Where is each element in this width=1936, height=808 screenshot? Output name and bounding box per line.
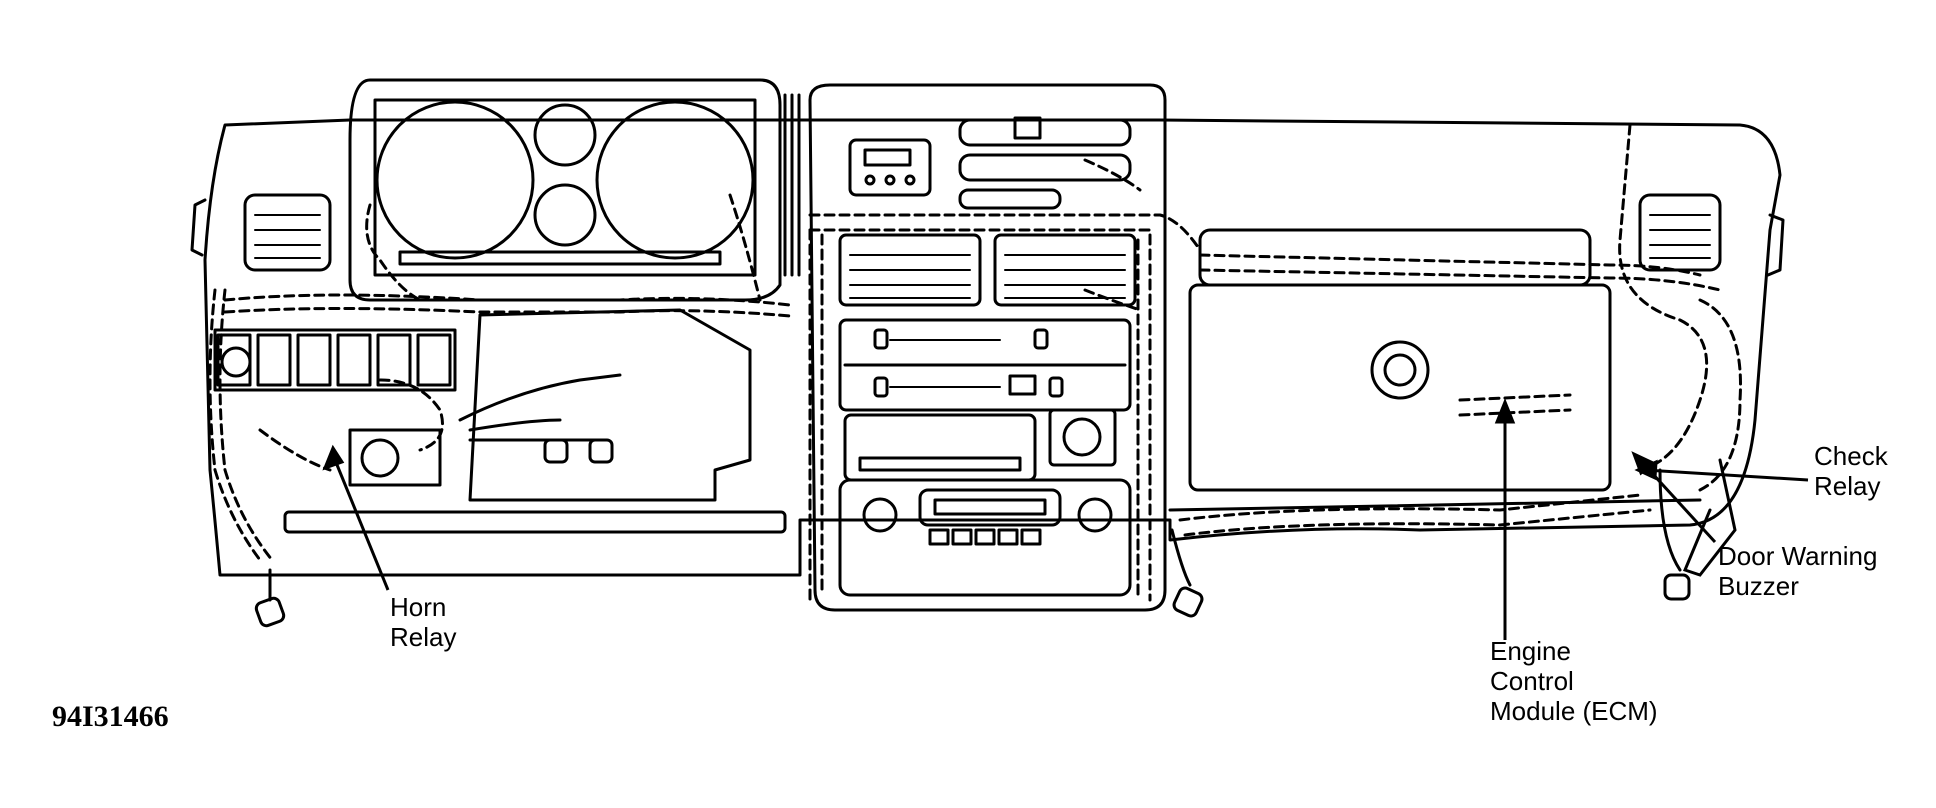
- right-end-cap: [1766, 213, 1785, 277]
- callout-leaders: [322, 397, 1809, 640]
- instrument-cluster-face: [373, 98, 757, 277]
- steering-column-opening: [468, 308, 752, 502]
- ecm-label-line-1: Engine: [1490, 636, 1571, 666]
- left-switch-panel: [213, 328, 457, 392]
- horn-relay-label-line-1: Horn: [390, 592, 447, 622]
- center-console: [808, 83, 1167, 612]
- check-relay-label-line-1: Check: [1814, 441, 1888, 471]
- instrument-cluster-hood: [348, 78, 782, 302]
- hvac-control-panel: [838, 318, 1132, 412]
- figure-id: 94I31466: [52, 700, 169, 733]
- horn-relay-label-line-2: Relay: [390, 622, 457, 652]
- cigarette-lighter: [1048, 408, 1117, 467]
- horn-relay-label: Horn Relay: [390, 592, 456, 652]
- dashboard-outline: [203, 118, 1782, 577]
- ecm-label-line-2: Control: [1490, 666, 1574, 696]
- cluster-lower-bar: [398, 250, 722, 266]
- lower-storage-tray: [283, 510, 787, 534]
- connectors: [254, 373, 1737, 628]
- radio-unit: [838, 478, 1132, 597]
- tachometer-gauge: [595, 100, 755, 260]
- small-gauge-top: [533, 103, 597, 167]
- check-relay-label-line-2: Relay: [1814, 471, 1881, 501]
- left-end-cap: [190, 198, 207, 257]
- center-vent-right: [993, 233, 1137, 307]
- wiring-harness: [208, 123, 1742, 602]
- door-warning-buzzer-label-line-1: Door Warning: [1718, 541, 1878, 571]
- ecm-label: Engine Control Module (ECM): [1490, 636, 1658, 726]
- check-relay-label: Check Relay: [1814, 441, 1888, 501]
- door-warning-buzzer-label-line-2: Buzzer: [1718, 571, 1799, 601]
- small-gauge-bottom: [533, 183, 597, 247]
- speedometer-gauge: [375, 100, 535, 260]
- glove-box: [1188, 283, 1612, 492]
- door-warning-buzzer-label: Door Warning Buzzer: [1718, 541, 1877, 601]
- glove-box-lock: [1370, 340, 1430, 400]
- ecm-label-line-3: Module (ECM): [1490, 696, 1658, 726]
- center-vent-left: [838, 233, 982, 307]
- left-air-vent: [243, 193, 332, 272]
- clock-display: [848, 138, 932, 197]
